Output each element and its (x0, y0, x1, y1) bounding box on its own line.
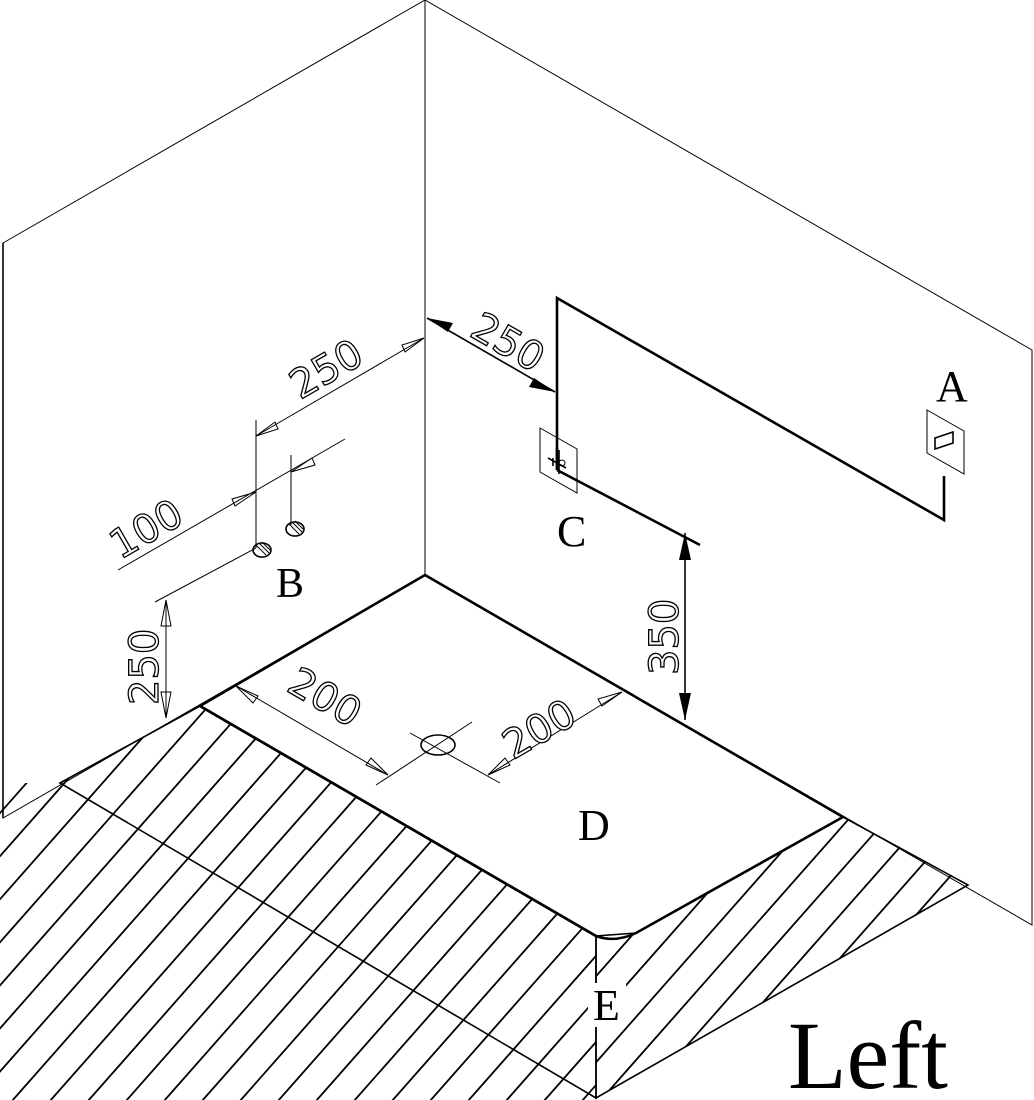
drain-axis-line (409, 732, 501, 784)
column-bottom-edge (556, 468, 701, 547)
dim-arrow (160, 691, 172, 719)
pipe-fitting-icon (252, 541, 272, 558)
left-wall-dimensions: 250 100 250 B (101, 298, 426, 719)
right-wall (424, 0, 1033, 926)
hatch-line (596, 818, 970, 1098)
hatch-line (459, 706, 596, 1100)
hatch-line (383, 706, 596, 1100)
dim-250-height-text: 250 (122, 629, 168, 705)
hatch-line (0, 706, 341, 1100)
dim-250-top-text: 250 (282, 331, 371, 409)
dim-arrow (365, 757, 389, 776)
dim-arrow (255, 421, 279, 437)
dim-arrow (231, 491, 257, 507)
dim-arrow (487, 757, 511, 776)
dim-arrow (160, 599, 172, 627)
extension-line (154, 547, 257, 603)
dim-arrow (679, 693, 691, 720)
right-wall-fixtures: C A 250 350 (426, 295, 968, 720)
hatch-line (41, 706, 493, 1100)
hatch-line (933, 818, 970, 1098)
label-e-bg (588, 983, 626, 1027)
hatch-line (497, 706, 596, 1100)
hatch-line (0, 706, 303, 1100)
mixer-plate-c (539, 427, 578, 494)
hatch-line (117, 706, 569, 1100)
dim-200-left-line (235, 685, 389, 776)
label-c: C (557, 507, 586, 556)
drain-icon (420, 734, 456, 756)
floor-drain: 200 200 D (235, 658, 623, 850)
hatch-line (155, 706, 596, 1100)
pipe-fitting-icon (285, 520, 305, 537)
dim-250-top-line (255, 337, 425, 437)
drain-axis-line (375, 721, 473, 786)
floor-outline-right (595, 816, 970, 1100)
side-label: Left (788, 1002, 948, 1100)
dim-arrow (235, 685, 259, 704)
hatch-line (0, 706, 265, 1100)
hatch-line (0, 706, 379, 1100)
control-icon (934, 430, 954, 451)
dim-arrow (597, 691, 623, 707)
dim-arrow (679, 533, 691, 560)
column-outline (555, 295, 946, 523)
dim-200-left-text: 200 (280, 659, 369, 737)
dim-200-right-text: 200 (495, 691, 584, 769)
dim-arrow (427, 318, 453, 332)
hatch-line (0, 706, 227, 1100)
dim-350-text: 350 (642, 599, 688, 675)
label-b: B (276, 561, 304, 607)
dim-100-text: 100 (102, 491, 191, 569)
dim-arrow (529, 378, 555, 392)
hatch-lines-left (0, 706, 596, 1100)
label-d: D (578, 801, 610, 850)
dim-200-right-line (487, 691, 623, 776)
dim-arrow (401, 337, 425, 353)
dim-250-right-text: 250 (463, 304, 552, 382)
hatch-line (596, 818, 777, 1098)
hatch-line (596, 818, 970, 1098)
hatch-line (345, 706, 596, 1100)
label-e: E (593, 981, 620, 1030)
label-a: A (936, 362, 968, 411)
hatch-line (0, 706, 417, 1100)
hatch-line (307, 706, 596, 1100)
hatch-line (79, 706, 531, 1100)
control-plate-a (926, 409, 965, 475)
dim-arrow (290, 457, 316, 473)
walls (2, 0, 1033, 926)
hatch-line (3, 706, 455, 1100)
hatch-line (193, 706, 596, 1100)
hatch-line (421, 706, 596, 1100)
hatch-line (629, 818, 970, 1098)
